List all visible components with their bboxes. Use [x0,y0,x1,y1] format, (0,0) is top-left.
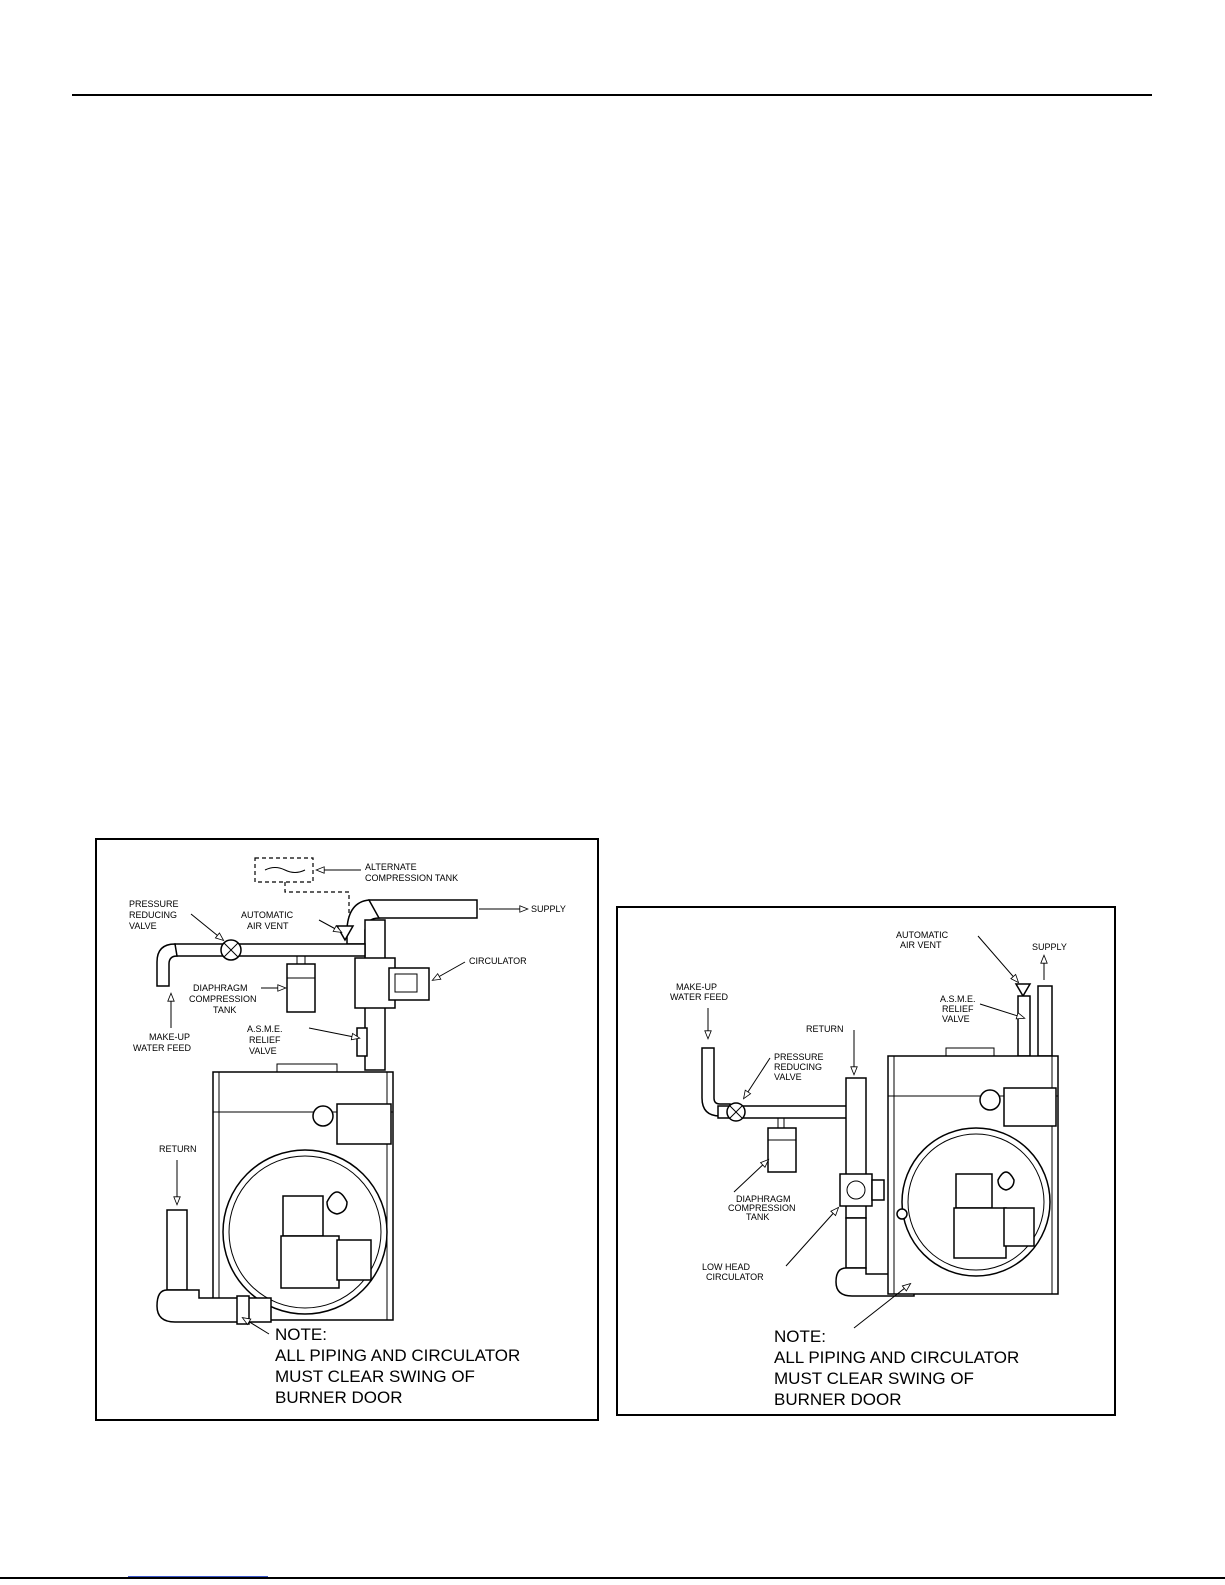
alternate-tank [254,857,314,883]
label-prv-2: REDUCING [129,910,177,920]
circulator-motor [388,967,430,1001]
label-r-prv-3: VALVE [774,1072,802,1082]
r-diaphragm-tank-icon [767,1127,797,1173]
note-line-4: BURNER DOOR [275,1388,403,1407]
label-r-tank-2: COMPRESSION [728,1203,796,1213]
label-tank-2: COMPRESSION [189,994,257,1004]
label-r-air-vent-1: AUTOMATIC [896,930,949,940]
label-relief-2: RELIEF [249,1035,281,1045]
label-r-return: RETURN [806,1024,844,1034]
right-diagram-svg: AUTOMATIC AIR VENT SUPPLY A.S.M.E. RELIE… [670,930,1067,1409]
label-alternate-tank-1: ALTERNATE [365,862,417,872]
label-r-prv-1: PRESSURE [774,1052,824,1062]
label-makeup-2: WATER FEED [133,1043,191,1053]
label-prv-3: VALVE [129,921,157,931]
r-makeup-pipe [701,1047,731,1117]
label-r-prv-2: REDUCING [774,1062,822,1072]
label-r-relief-2: RELIEF [942,1004,974,1014]
makeup-line [174,943,366,957]
relief-valve-icon [356,1027,368,1057]
r-note-line-2: ALL PIPING AND CIRCULATOR [774,1348,1019,1367]
r-low-head-circulator-icon [839,1173,873,1207]
r-air-vent-icon [1014,983,1032,998]
note-line-2: ALL PIPING AND CIRCULATOR [275,1346,520,1365]
label-r-makeup-1: MAKE-UP [676,982,717,992]
label-alternate-tank-2: COMPRESSION TANK [365,873,458,883]
r-supply-pipe [1037,985,1053,1057]
return-pipe [166,1209,188,1291]
r-control-box [1003,1087,1057,1127]
r-note-line-4: BURNER DOOR [774,1390,902,1409]
r-note-line-1: NOTE: [774,1327,826,1346]
burner-motor [282,1195,324,1237]
label-r-tank-3: TANK [746,1212,769,1222]
label-air-vent-1: AUTOMATIC [241,910,294,920]
footer-link[interactable] [128,1575,268,1577]
label-r-low-head-2: CIRCULATOR [706,1272,764,1282]
label-tank-3: TANK [213,1005,236,1015]
note-line-1: NOTE: [275,1325,327,1344]
control-box [336,1103,392,1145]
makeup-elbow [156,943,178,987]
note-line-3: MUST CLEAR SWING OF [275,1367,475,1386]
label-r-tank-1: DIAPHRAGM [736,1194,791,1204]
footer-rule [0,1577,1225,1579]
label-relief-1: A.S.M.E. [247,1024,283,1034]
r-note-line-3: MUST CLEAR SWING OF [774,1369,974,1388]
label-r-low-head-1: LOW HEAD [702,1262,751,1272]
supply-pipe [368,899,478,919]
label-r-relief-3: VALVE [942,1014,970,1024]
label-circulator: CIRCULATOR [469,956,527,966]
label-tank-1: DIAPHRAGM [193,983,248,993]
label-prv-1: PRESSURE [129,899,179,909]
label-air-vent-2: AIR VENT [247,921,289,931]
diaphragm-tank-icon [286,963,316,1013]
left-diagram-svg: ALTERNATE COMPRESSION TANK SUPPLY CIRCUL… [129,857,566,1407]
label-supply: SUPPLY [531,904,566,914]
label-r-relief-1: A.S.M.E. [940,994,976,1004]
diagram-primary-secondary-piping: ALTERNATE COMPRESSION TANK SUPPLY CIRCUL… [95,838,599,1421]
label-relief-3: VALVE [249,1046,277,1056]
label-r-makeup-2: WATER FEED [670,992,728,1002]
label-makeup-1: MAKE-UP [149,1032,190,1042]
label-r-air-vent-2: AIR VENT [900,940,942,950]
diagram-low-head-circulator-piping: AUTOMATIC AIR VENT SUPPLY A.S.M.E. RELIE… [616,906,1116,1416]
label-return: RETURN [159,1144,197,1154]
label-r-supply: SUPPLY [1032,942,1067,952]
header-rule [72,94,1152,96]
